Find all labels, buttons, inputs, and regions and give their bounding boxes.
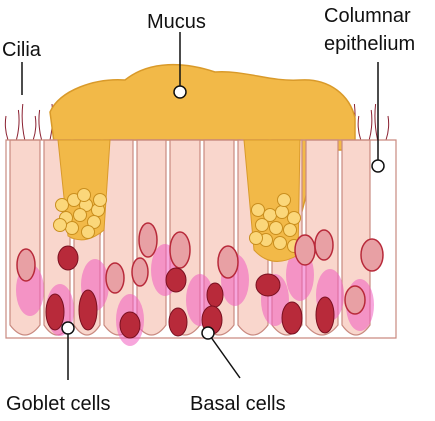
mucus-granule (81, 225, 95, 239)
mucus-granule (275, 205, 289, 219)
mucus-granule (249, 231, 263, 245)
pointer-dots (61, 85, 385, 340)
nucleus-dark (57, 245, 79, 271)
nucleus (138, 222, 158, 258)
cilium (15, 109, 20, 141)
nucleus-dark (119, 311, 141, 339)
cilium (374, 103, 379, 141)
mucus-granule (277, 193, 291, 207)
nucleus-dark (168, 307, 188, 337)
nucleus (16, 248, 36, 282)
cilium (32, 115, 37, 141)
label-cilia: Cilia (2, 39, 42, 61)
mucus-granule (65, 221, 79, 235)
mucus-granule (287, 211, 301, 225)
label-basal: Basal cells (190, 393, 286, 415)
nucleus-dark (255, 273, 281, 297)
nucleus-dark (78, 289, 98, 331)
mucus-granule (283, 223, 297, 237)
mucus-granule (93, 193, 107, 207)
cilium (4, 115, 9, 141)
cilium (385, 115, 390, 141)
nucleus-dark (206, 282, 224, 308)
nucleus-dark (45, 293, 65, 331)
cilium (21, 103, 26, 141)
label-mucus: Mucus (147, 11, 206, 33)
nuclei (16, 222, 384, 339)
label-columnar-1: Columnar (324, 5, 411, 27)
nucleus (105, 262, 125, 294)
nucleus-dark (281, 301, 303, 335)
nucleus (294, 234, 316, 266)
nucleus-dark (315, 296, 335, 334)
mucus-granule (269, 221, 283, 235)
mucus-granule (73, 208, 87, 222)
pointers (21, 32, 379, 380)
mucus-granule (53, 218, 67, 232)
cilium (368, 109, 373, 141)
label-columnar-2: epithelium (324, 33, 415, 55)
cilium (38, 109, 43, 141)
nucleus (314, 229, 334, 261)
mucus-granule (77, 188, 91, 202)
nucleus (169, 231, 191, 269)
nucleus (217, 245, 239, 279)
goblet-granules (53, 139, 301, 262)
mucus-granule (251, 203, 265, 217)
label-goblet: Goblet cells (6, 393, 111, 415)
cilium (357, 115, 362, 141)
nucleus (344, 285, 366, 315)
nucleus (131, 257, 149, 287)
nucleus (360, 238, 384, 272)
nucleus-dark (165, 267, 187, 293)
mucus-granule (55, 198, 69, 212)
mucus-granule (273, 236, 287, 250)
mucus-granule (255, 218, 269, 232)
